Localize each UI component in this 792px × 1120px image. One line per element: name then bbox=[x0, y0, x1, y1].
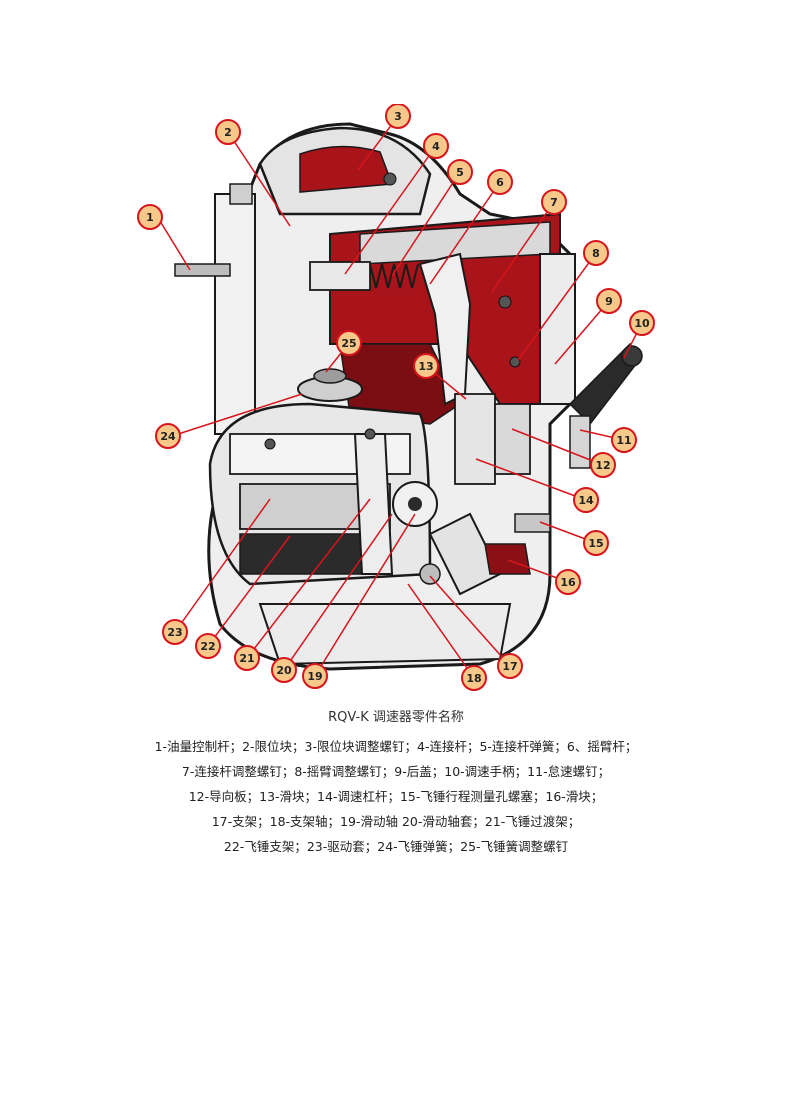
callout-6: 6 bbox=[487, 169, 513, 195]
figure-caption: RQV-K 调速器零件名称 bbox=[328, 710, 464, 725]
callout-number: 18 bbox=[466, 672, 481, 685]
callout-18: 18 bbox=[461, 665, 487, 691]
callout-16: 16 bbox=[555, 569, 581, 595]
callout-3: 3 bbox=[385, 104, 411, 129]
callout-9: 9 bbox=[596, 288, 622, 314]
callout-circle bbox=[137, 204, 163, 230]
legend-line: 7-连接杆调整螺钉；8-摇臂调整螺钉；9-后盖；10-调速手柄；11-怠速螺钉； bbox=[181, 764, 611, 779]
callout-5: 5 bbox=[447, 159, 473, 185]
legend-line: 1-油量控制杆；2-限位块；3-限位块调整螺钉；4-连接杆；5-连接杆弹簧；6、… bbox=[154, 739, 638, 754]
callout-markers: 1234567891011121314151617181920212223242… bbox=[137, 104, 655, 691]
callout-number: 4 bbox=[432, 140, 440, 153]
callout-circle bbox=[583, 240, 609, 266]
callout-number: 15 bbox=[588, 537, 603, 550]
callout-circle bbox=[215, 119, 241, 145]
callout-number: 12 bbox=[595, 459, 610, 472]
callout-2: 2 bbox=[215, 119, 241, 145]
callout-24: 24 bbox=[155, 423, 181, 449]
callout-15: 15 bbox=[583, 530, 609, 556]
callout-number: 19 bbox=[307, 670, 322, 683]
callout-number: 9 bbox=[605, 295, 613, 308]
callout-10: 10 bbox=[629, 310, 655, 336]
callout-circle bbox=[413, 353, 439, 379]
callout-number: 5 bbox=[456, 166, 464, 179]
callout-circle bbox=[487, 169, 513, 195]
legend-line: 22-飞锤支架；23-驱动套；24-飞锤弹簧；25-飞锤簧调整螺钉 bbox=[223, 839, 569, 854]
legend-line: 17-支架；18-支架轴；19-滑动轴 20-滑动轴套；21-飞锤过渡架； bbox=[211, 814, 581, 829]
callout-circle bbox=[423, 133, 449, 159]
callout-17: 17 bbox=[497, 653, 523, 679]
callout-number: 24 bbox=[160, 430, 176, 443]
callout-circle bbox=[590, 452, 616, 478]
callout-20: 20 bbox=[271, 657, 297, 683]
parts-legend: 1-油量控制杆；2-限位块；3-限位块调整螺钉；4-连接杆；5-连接杆弹簧；6、… bbox=[0, 734, 792, 859]
callout-19: 19 bbox=[302, 663, 328, 689]
callout-circle bbox=[629, 310, 655, 336]
callout-circle bbox=[611, 427, 637, 453]
callout-circle bbox=[583, 530, 609, 556]
callout-13: 13 bbox=[413, 353, 439, 379]
callout-circle bbox=[195, 633, 221, 659]
callout-circle bbox=[155, 423, 181, 449]
callout-circle bbox=[336, 330, 362, 356]
callout-number: 22 bbox=[200, 640, 215, 653]
callout-circle bbox=[573, 487, 599, 513]
callout-number: 20 bbox=[276, 664, 292, 677]
callout-8: 8 bbox=[583, 240, 609, 266]
callout-circle bbox=[302, 663, 328, 689]
callout-7: 7 bbox=[541, 189, 567, 215]
callout-circle bbox=[162, 619, 188, 645]
callout-circle bbox=[234, 645, 260, 671]
callout-circle bbox=[271, 657, 297, 683]
callout-21: 21 bbox=[234, 645, 260, 671]
callout-number: 21 bbox=[239, 652, 254, 665]
callout-number: 3 bbox=[394, 110, 402, 123]
callout-number: 25 bbox=[341, 337, 356, 350]
callout-1: 1 bbox=[137, 204, 163, 230]
callout-number: 16 bbox=[560, 576, 576, 589]
callout-25: 25 bbox=[336, 330, 362, 356]
callout-11: 11 bbox=[611, 427, 637, 453]
callout-circle bbox=[385, 104, 411, 129]
callout-number: 14 bbox=[578, 494, 594, 507]
callout-number: 10 bbox=[634, 317, 650, 330]
callout-number: 6 bbox=[496, 176, 504, 189]
illustration-svg: 1234567891011121314151617181920212223242… bbox=[137, 104, 655, 691]
callout-circle bbox=[596, 288, 622, 314]
callout-circle bbox=[541, 189, 567, 215]
callout-12: 12 bbox=[590, 452, 616, 478]
callout-4: 4 bbox=[423, 133, 449, 159]
callout-number: 7 bbox=[550, 196, 558, 209]
callout-23: 23 bbox=[162, 619, 188, 645]
callout-number: 1 bbox=[146, 211, 154, 224]
callout-number: 2 bbox=[224, 126, 232, 139]
callout-circle bbox=[461, 665, 487, 691]
callout-number: 8 bbox=[592, 247, 600, 260]
legend-line: 12-导向板；13-滑块；14-调速杠杆；15-飞锤行程测量孔螺塞；16-滑块； bbox=[188, 789, 604, 804]
callout-number: 11 bbox=[616, 434, 631, 447]
callout-circle bbox=[555, 569, 581, 595]
callout-22: 22 bbox=[195, 633, 221, 659]
callout-circle bbox=[447, 159, 473, 185]
callout-number: 17 bbox=[502, 660, 517, 673]
callout-number: 13 bbox=[418, 360, 433, 373]
callout-number: 23 bbox=[167, 626, 182, 639]
callout-14: 14 bbox=[573, 487, 599, 513]
callout-circle bbox=[497, 653, 523, 679]
